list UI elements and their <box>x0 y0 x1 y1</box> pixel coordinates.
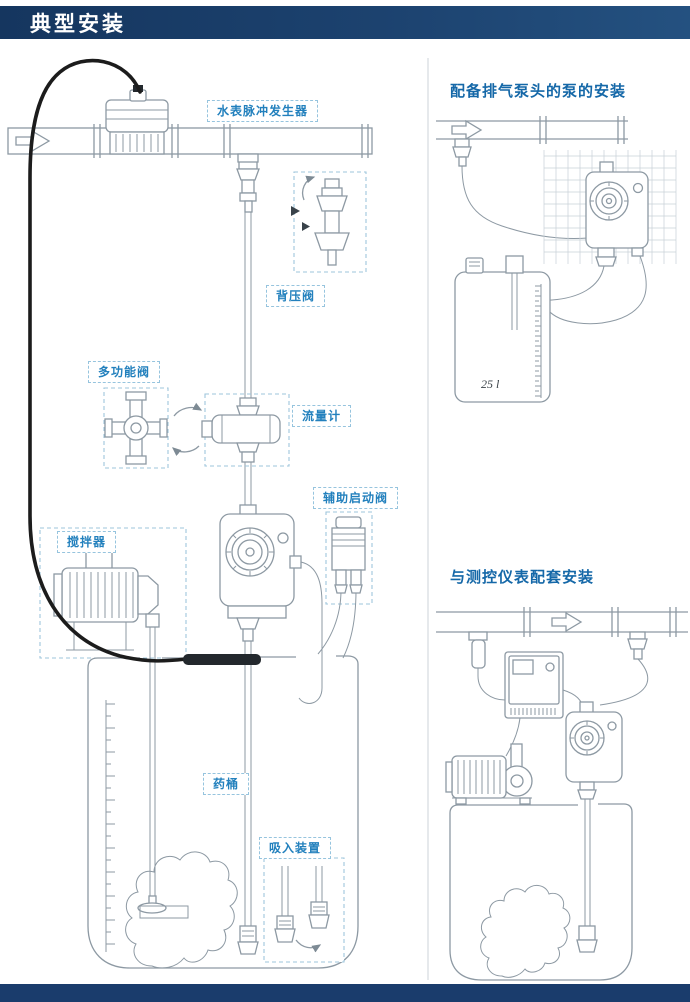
pulse-cable-drawing <box>28 58 188 663</box>
backpressure-valve-detail-drawing <box>291 171 367 273</box>
label-back-pressure-valve: 背压阀 <box>266 285 326 307</box>
label-suction-device: 吸入装置 <box>259 837 332 859</box>
instrument-pipe-drawing <box>436 607 688 706</box>
tank-capacity-label: 25 l <box>481 377 500 391</box>
label-agitator: 搅拌器 <box>57 531 117 553</box>
section-title-degassing-pump: 配备排气泵头的泵的安装 <box>450 83 627 100</box>
flow-meter-drawing <box>201 393 290 467</box>
water-meter-drawing <box>105 85 169 155</box>
section-title-instrument-pairing: 与测控仪表配套安装 <box>450 569 595 586</box>
page-title: 典型安装 <box>30 12 126 36</box>
label-multifunction-valve: 多功能阀 <box>88 361 161 383</box>
suction-device-detail-drawing <box>263 857 345 963</box>
motor-pump-drawing <box>445 743 533 805</box>
degassing-tank-drawing <box>454 255 551 403</box>
label-auxiliary-start-valve: 辅助启动阀 <box>313 487 399 509</box>
main-pipe-drawing <box>7 124 373 163</box>
multifunction-valve-drawing <box>103 387 203 469</box>
mixer-drawing <box>39 527 187 914</box>
label-water-meter-pulse-generator: 水表脉冲发生器 <box>207 100 319 122</box>
label-flow-meter: 流量计 <box>292 405 352 427</box>
degassing-pump-drawing <box>514 150 677 325</box>
instrument-tank-drawing <box>449 803 633 981</box>
label-chemical-tank: 药桶 <box>203 773 250 795</box>
pump-bracket-drawing <box>183 654 261 665</box>
page-header: 典型安装 <box>0 6 690 39</box>
page-footer <box>0 984 690 1002</box>
dosing-pump-drawing <box>219 504 323 650</box>
chemical-tank-drawing <box>87 641 359 969</box>
injection-point-drawing <box>236 159 260 505</box>
degassing-pipe-drawing <box>436 116 628 239</box>
instrument-pump-drawing <box>565 701 623 953</box>
auxiliary-valve-drawing <box>317 511 373 659</box>
controller-drawing <box>504 651 585 757</box>
